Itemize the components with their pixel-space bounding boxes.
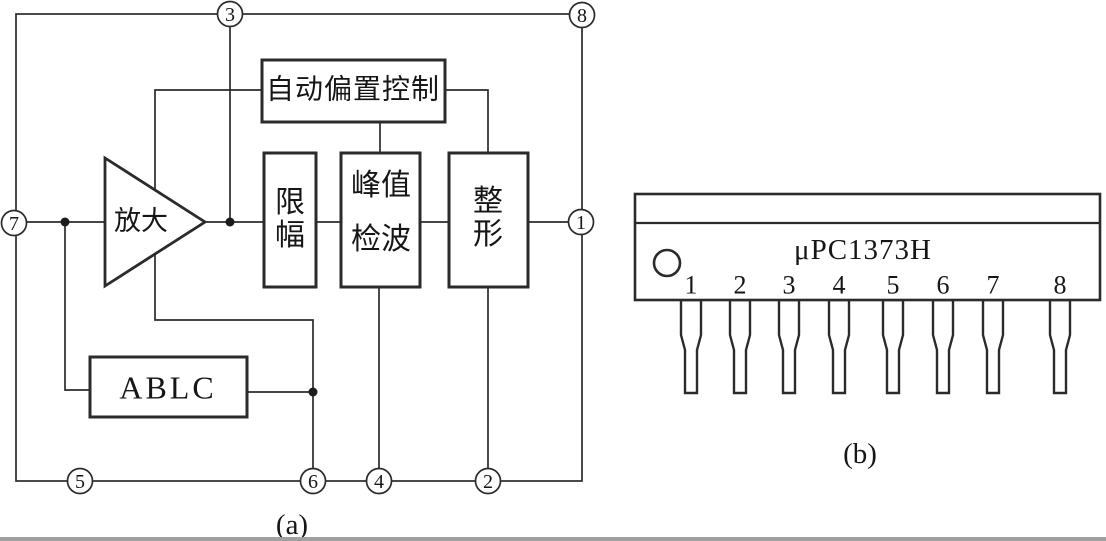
ic-pin-2 <box>728 298 752 395</box>
ic-pin-number-7: 7 <box>986 270 1000 300</box>
wire-autobias-to-shaper <box>445 89 489 153</box>
terminal-label-5: 5 <box>75 471 85 493</box>
ic-pin-number-3: 3 <box>782 270 796 300</box>
terminal-label-1: 1 <box>576 212 586 234</box>
ablc-box <box>88 355 249 419</box>
terminal-circle-1 <box>567 208 595 236</box>
ic-pin-number-4: 4 <box>832 270 846 300</box>
caption-a: (a) <box>275 509 309 541</box>
ablc-label: ABLC <box>119 369 217 406</box>
junction-dot-amp-input <box>60 217 70 227</box>
terminal-label-6: 6 <box>308 471 318 493</box>
ic-pin-8 <box>1048 298 1072 395</box>
peak-detector-box <box>339 151 422 289</box>
terminal-circle-7 <box>0 209 28 237</box>
ic-body <box>633 192 1102 302</box>
junction-dot-ablc-output <box>308 387 318 397</box>
terminal-circle-3 <box>216 0 244 28</box>
scan-edge-line <box>0 537 1106 541</box>
junction-dot-amp-output <box>225 217 235 227</box>
ic-pin-1 <box>679 298 703 395</box>
outer-loop-wire <box>15 13 583 482</box>
wire-node-to-ablc <box>64 222 90 391</box>
ic-pin-3 <box>777 298 801 395</box>
terminal-circle-4 <box>365 467 393 495</box>
ic-pin-5 <box>881 298 905 395</box>
terminal-label-4: 4 <box>374 471 384 493</box>
ic-pin-number-5: 5 <box>886 270 900 300</box>
terminal-label-8: 8 <box>577 5 587 27</box>
ic-pin-number-6: 6 <box>936 270 950 300</box>
ic-pin1-marker-circle <box>652 248 682 278</box>
ic-pin-number-1: 1 <box>684 270 698 300</box>
ic-pin-number-2: 2 <box>733 270 747 300</box>
terminal-label-2: 2 <box>483 471 493 493</box>
auto-bias-control-label: 自动偏置控制 <box>265 74 441 106</box>
terminal-label-3: 3 <box>225 4 235 26</box>
terminal-circle-2 <box>474 467 502 495</box>
peak-detector-label: 峰值检波 <box>351 169 411 256</box>
limiter-box <box>262 151 318 289</box>
terminal-label-7: 7 <box>9 213 19 235</box>
chip-label: μPC1373H <box>794 234 932 267</box>
amplifier-triangle <box>103 155 208 289</box>
ic-pin-7 <box>981 298 1005 395</box>
limiter-label: 限幅 <box>275 186 305 252</box>
caption-b: (b) <box>843 438 877 471</box>
terminal-circle-8 <box>568 1 596 29</box>
terminal-circle-6 <box>299 467 327 495</box>
auto-bias-control-box <box>260 58 447 124</box>
waveform-shaper-label: 整形 <box>473 185 503 251</box>
ic-pin-6 <box>931 298 955 395</box>
terminal-circle-5 <box>66 467 94 495</box>
ic-pin-4 <box>827 298 851 395</box>
wire-autobias-ablc-pin6 <box>154 89 314 481</box>
ic-pins <box>679 298 1072 395</box>
amplifier-label: 放大 <box>114 206 168 237</box>
waveform-shaper-box <box>447 151 530 289</box>
ic-pin-number-8: 8 <box>1053 270 1067 300</box>
